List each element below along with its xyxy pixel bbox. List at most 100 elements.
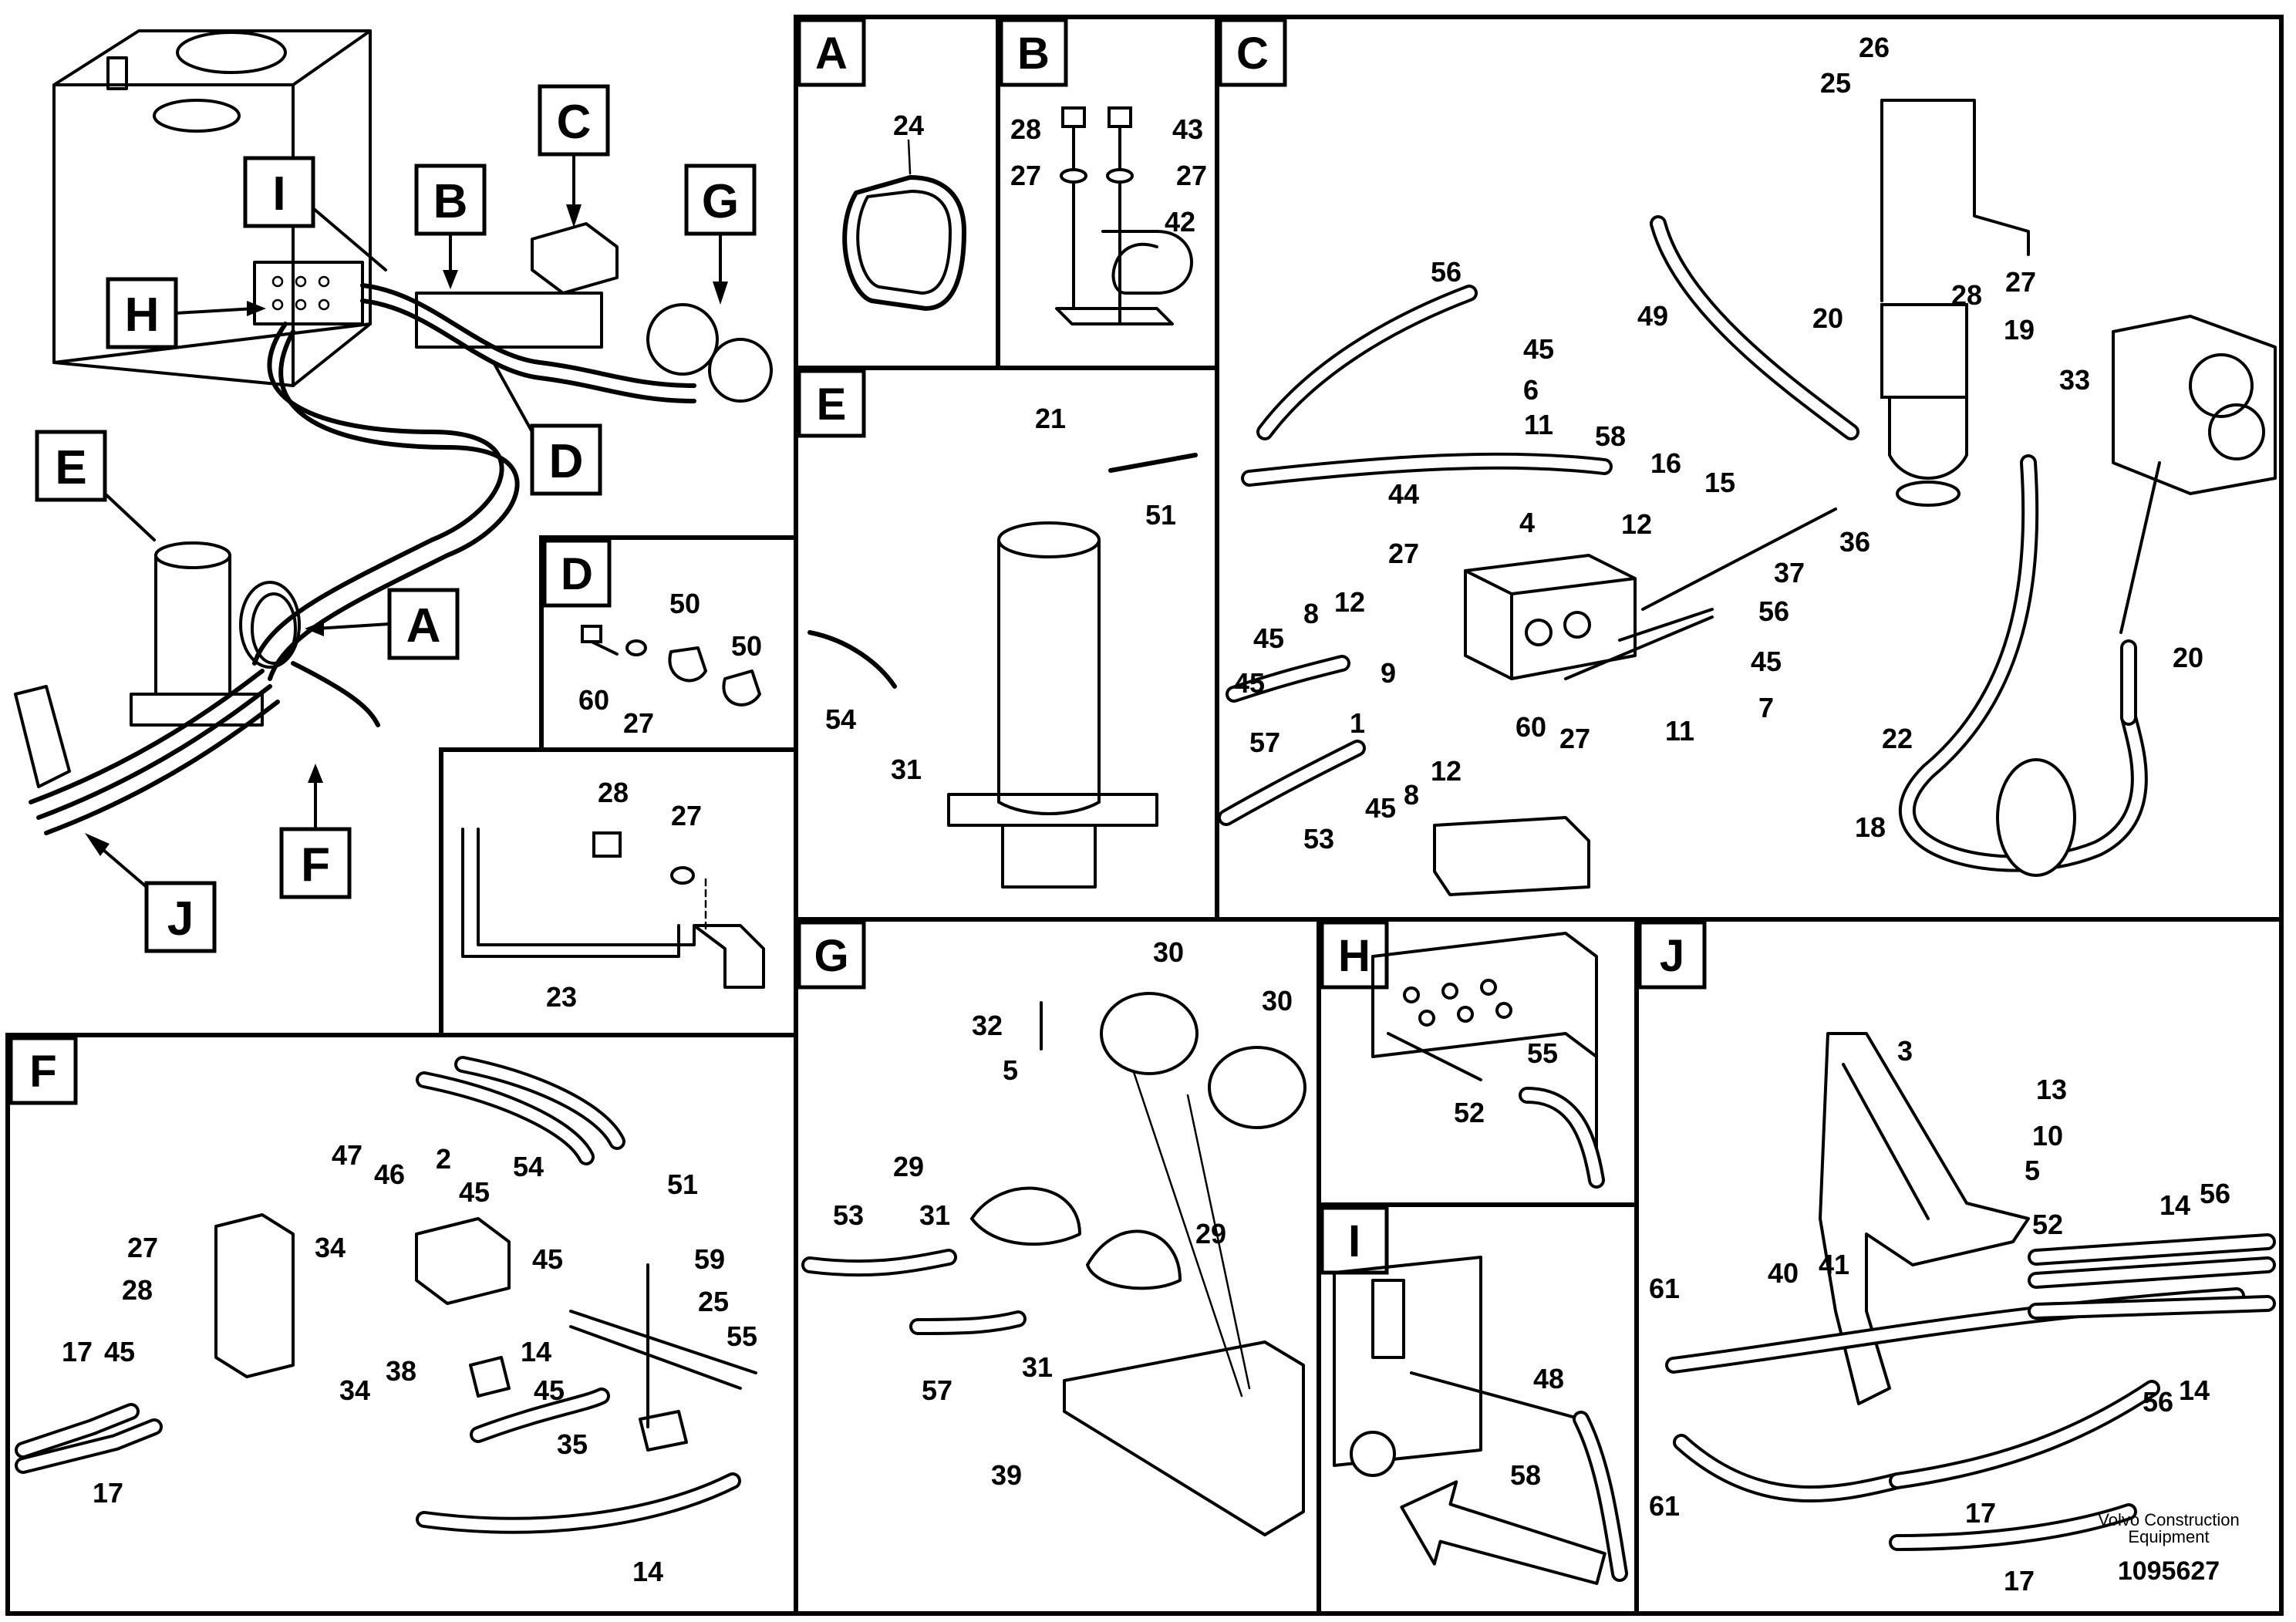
part-number-label: 60 <box>578 684 609 716</box>
part-number-label: 50 <box>669 588 700 619</box>
part-number-label: 32 <box>972 1010 1003 1041</box>
panel-F: F 47 46 2 54 51 45 27 34 45 59 28 25 17 … <box>8 1036 757 1587</box>
overview-assembly <box>14 29 773 835</box>
part-number-label: 17 <box>62 1336 93 1367</box>
part-number-label: 56 <box>1431 256 1462 288</box>
panel-B: B 28 43 27 27 42 <box>999 18 1207 325</box>
panel-letter: B <box>1017 29 1050 79</box>
part-number-label: 55 <box>727 1320 757 1352</box>
callout-C: C <box>557 96 592 149</box>
panel-J: J 3 13 10 5 52 14 56 40 41 61 56 14 61 1… <box>1637 920 2276 1597</box>
part-number-label: 45 <box>104 1336 135 1367</box>
callout-F: F <box>301 838 330 892</box>
part-number-label: 45 <box>1523 333 1554 365</box>
part-number-label: 15 <box>1704 467 1735 498</box>
part-number-label: 40 <box>1768 1257 1799 1289</box>
part-number-label: 11 <box>1665 715 1694 747</box>
part-number-label: 14 <box>2159 1189 2190 1221</box>
part-number-label: 45 <box>1253 622 1284 654</box>
part-number-label: 21 <box>1035 403 1066 434</box>
footer-company: Volvo Construction <box>2098 1510 2239 1529</box>
part-number-label: 14 <box>632 1556 663 1587</box>
part-number-label: 35 <box>557 1428 588 1460</box>
panel-letter: C <box>1236 29 1269 79</box>
part-number-label: 29 <box>1195 1218 1226 1249</box>
callout-I: I <box>272 167 285 221</box>
part-number-label: 51 <box>1145 499 1176 531</box>
callout-A: A <box>406 599 441 653</box>
part-number-label: 56 <box>2143 1386 2173 1418</box>
part-number-label: 12 <box>1334 586 1365 618</box>
part-number-label: 27 <box>1010 160 1041 191</box>
part-number-label: 30 <box>1153 936 1184 968</box>
panel-letter: I <box>1348 1216 1360 1266</box>
part-number-label: 45 <box>1751 646 1782 677</box>
part-number-label: 4 <box>1519 507 1535 538</box>
callout-D: D <box>549 435 584 488</box>
part-number-label: 25 <box>698 1286 729 1317</box>
part-number-label: 27 <box>1388 538 1419 569</box>
panel-letter: H <box>1338 931 1371 981</box>
part-number-label: 17 <box>93 1477 123 1509</box>
part-number-label: 44 <box>1388 478 1419 510</box>
part-number-label: 49 <box>1637 300 1668 332</box>
part-number-label: 31 <box>919 1199 950 1231</box>
callout-H: H <box>125 288 160 342</box>
part-number-label: 27 <box>671 800 702 831</box>
part-number-label: 34 <box>339 1374 370 1406</box>
panel-D: D 50 50 60 27 <box>542 538 762 739</box>
overview-callouts: I B C G H D E A F J <box>35 84 757 953</box>
panel-letter: A <box>815 29 848 79</box>
part-number-label: 56 <box>1758 595 1789 627</box>
panel-E: E 21 51 54 31 <box>797 369 1198 889</box>
part-number-label: 45 <box>532 1243 563 1275</box>
part-number-label: 57 <box>922 1374 952 1406</box>
part-number-label: 54 <box>825 703 856 735</box>
part-number-label: 38 <box>386 1355 416 1387</box>
part-number-label: 22 <box>1882 723 1913 754</box>
panel-letter: F <box>29 1047 56 1097</box>
part-number-label: 11 <box>1524 409 1553 440</box>
part-number-label: 16 <box>1650 447 1681 479</box>
part-number-label: 31 <box>1022 1351 1053 1383</box>
panel-letter: J <box>1660 931 1684 981</box>
part-number-label: 55 <box>1527 1037 1558 1069</box>
part-number-label: 27 <box>623 707 654 739</box>
part-number-label: 20 <box>1812 302 1843 334</box>
part-number-label: 14 <box>2179 1374 2210 1406</box>
part-number-label: 39 <box>991 1459 1022 1491</box>
part-number-label: 8 <box>1404 779 1419 811</box>
part-number-label: 24 <box>893 110 924 141</box>
part-number-label: 7 <box>1758 692 1774 723</box>
part-number-label: 48 <box>1533 1363 1564 1394</box>
part-number-label: 27 <box>127 1232 158 1263</box>
part-number-label: 53 <box>833 1199 864 1231</box>
part-number-label: 52 <box>2032 1209 2063 1240</box>
part-number-label: 9 <box>1381 657 1396 689</box>
part-number-label: 3 <box>1897 1035 1913 1067</box>
panel-G: G 30 30 32 5 29 31 53 29 57 31 39 <box>797 920 1306 1536</box>
part-number-label: 37 <box>1774 557 1805 588</box>
part-number-label: 47 <box>332 1139 362 1171</box>
panel-letter: D <box>561 549 593 599</box>
part-number-label: 6 <box>1523 374 1539 406</box>
part-number-label: 12 <box>1431 755 1462 787</box>
part-number-label: 29 <box>893 1151 924 1182</box>
panel-A: A 24 <box>797 18 966 311</box>
part-number-label: 57 <box>1249 727 1280 758</box>
part-number-label: 27 <box>1559 723 1590 754</box>
callout-B: B <box>433 175 468 228</box>
part-number-label: 61 <box>1649 1490 1680 1522</box>
part-number-label: 28 <box>1010 113 1041 145</box>
part-number-label: 43 <box>1172 113 1203 145</box>
part-number-label: 12 <box>1621 508 1652 540</box>
part-number-label: 28 <box>1951 279 1982 311</box>
part-number-label: 8 <box>1303 598 1319 629</box>
part-number-label: 2 <box>436 1143 451 1175</box>
panel-frames <box>5 15 2284 1616</box>
part-number-label: 58 <box>1595 420 1626 452</box>
panel-H: H 55 52 <box>1320 920 1605 1189</box>
part-number-label: 31 <box>891 754 922 785</box>
part-number-label: 20 <box>2173 642 2203 673</box>
part-number-label: 27 <box>1176 160 1207 191</box>
